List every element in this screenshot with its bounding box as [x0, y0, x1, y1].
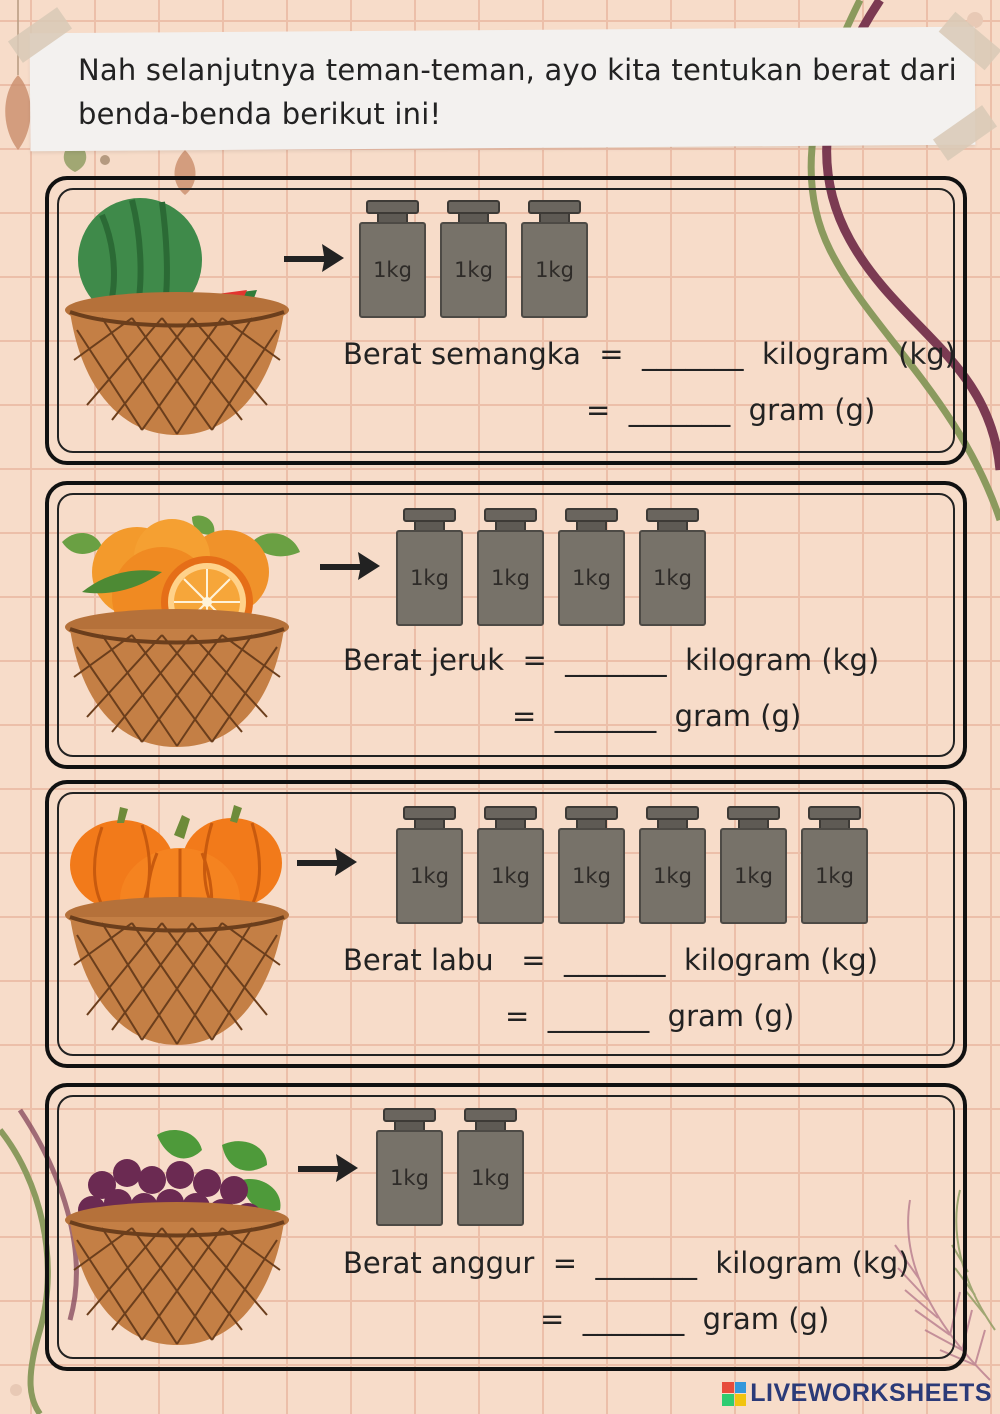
weight-label: 1kg	[558, 530, 625, 626]
instruction-text: Nah selanjutnya teman-teman, ayo kita te…	[78, 53, 957, 131]
weight-label: 1kg	[477, 828, 544, 924]
kg-weight-icon: 1kg	[720, 806, 787, 924]
kg-weight-icon: 1kg	[396, 806, 463, 924]
weight-label: 1kg	[639, 828, 706, 924]
arrow-right-icon	[297, 848, 357, 876]
kg-weight-icon: 1kg	[639, 508, 706, 626]
pumpkin-basket-icon	[65, 805, 289, 1045]
weight-label: 1kg	[396, 530, 463, 626]
weight-label: 1kg	[396, 828, 463, 924]
weight-g-line: = _______ gram (g)	[586, 393, 876, 427]
weight-neck	[495, 820, 526, 830]
weight-handle	[727, 806, 780, 820]
weight-neck	[576, 820, 607, 830]
weight-handle	[447, 200, 500, 214]
kg-weight-icon: 1kg	[457, 1108, 524, 1226]
panel-inner-border	[57, 493, 955, 757]
weight-neck	[377, 214, 408, 224]
weight-handle	[646, 508, 699, 522]
weight-g-line: = _______ gram (g)	[505, 999, 795, 1033]
weight-handle	[403, 806, 456, 820]
arrow-right-icon	[284, 244, 344, 272]
weight-kg-line: Berat semangka = _______ kilogram (kg)	[343, 337, 956, 371]
brand-text: LIVEWORKSHEETS	[750, 1379, 992, 1407]
weight-neck	[495, 522, 526, 532]
weight-kg-line: Berat anggur = _______ kilogram (kg)	[343, 1246, 910, 1280]
exercise-panel-watermelon	[45, 176, 967, 465]
weight-handle	[646, 806, 699, 820]
kg-weight-icon: 1kg	[558, 508, 625, 626]
weight-handle	[366, 200, 419, 214]
weight-handle	[464, 1108, 517, 1122]
weight-handle	[383, 1108, 436, 1122]
kg-weight-icon: 1kg	[477, 508, 544, 626]
kg-weight-icon: 1kg	[396, 508, 463, 626]
weight-label: 1kg	[359, 222, 426, 318]
exercise-panel-grapes	[45, 1083, 967, 1371]
kg-weight-icon: 1kg	[376, 1108, 443, 1226]
kg-weight-icon: 1kg	[359, 200, 426, 318]
weight-neck	[657, 522, 688, 532]
weight-label: 1kg	[477, 530, 544, 626]
kg-weight-icon: 1kg	[521, 200, 588, 318]
weight-label: 1kg	[801, 828, 868, 924]
exercise-panel-pumpkin	[45, 780, 967, 1068]
arrow-right-icon	[320, 552, 380, 580]
watermelon-basket-icon	[65, 198, 289, 435]
kg-weight-icon: 1kg	[558, 806, 625, 924]
weight-handle	[808, 806, 861, 820]
weight-neck	[475, 1122, 506, 1132]
weight-neck	[738, 820, 769, 830]
exercise-panel-orange	[45, 481, 967, 769]
kg-weight-icon: 1kg	[801, 806, 868, 924]
weight-handle	[565, 508, 618, 522]
weight-neck	[394, 1122, 425, 1132]
weight-label: 1kg	[440, 222, 507, 318]
liveworksheets-logo: LIVEWORKSHEETS	[722, 1379, 992, 1408]
weight-label: 1kg	[639, 530, 706, 626]
panel-inner-border	[57, 188, 955, 453]
grapes-basket-icon	[65, 1130, 289, 1345]
weight-g-line: = _______ gram (g)	[540, 1302, 830, 1336]
weight-label: 1kg	[376, 1130, 443, 1226]
weight-neck	[414, 522, 445, 532]
weight-label: 1kg	[558, 828, 625, 924]
weight-neck	[657, 820, 688, 830]
panel-inner-border	[57, 792, 955, 1056]
weight-kg-line: Berat jeruk = _______ kilogram (kg)	[343, 643, 880, 677]
weight-label: 1kg	[457, 1130, 524, 1226]
weight-neck	[414, 820, 445, 830]
weight-neck	[819, 820, 850, 830]
kg-weight-icon: 1kg	[639, 806, 706, 924]
weight-label: 1kg	[521, 222, 588, 318]
weight-neck	[539, 214, 570, 224]
liveworksheets-logo-icon	[722, 1381, 747, 1406]
weight-label: 1kg	[720, 828, 787, 924]
weight-handle	[403, 508, 456, 522]
weight-handle	[484, 508, 537, 522]
weight-kg-line: Berat labu = _______ kilogram (kg)	[343, 943, 879, 977]
panel-inner-border	[57, 1095, 955, 1359]
weight-handle	[528, 200, 581, 214]
weight-handle	[565, 806, 618, 820]
weight-g-line: = _______ gram (g)	[512, 699, 802, 733]
arrow-right-icon	[298, 1154, 358, 1182]
kg-weight-icon: 1kg	[477, 806, 544, 924]
weight-handle	[484, 806, 537, 820]
kg-weight-icon: 1kg	[440, 200, 507, 318]
weight-neck	[458, 214, 489, 224]
orange-basket-icon	[62, 515, 300, 747]
weight-neck	[576, 522, 607, 532]
